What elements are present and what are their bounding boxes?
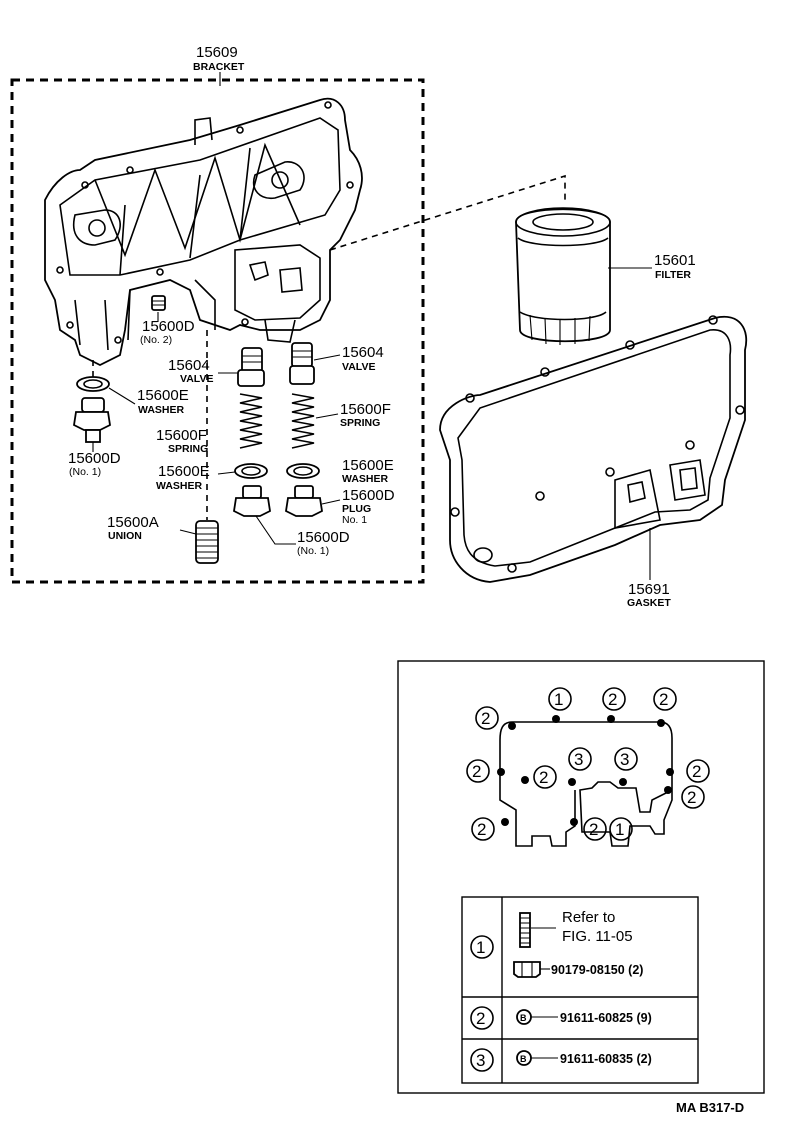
svg-text:2: 2 (476, 1009, 485, 1028)
legend-row-1-ref-line1: Refer to (562, 909, 615, 926)
washer-lower-left-part-number: 15600E (158, 463, 210, 480)
bolt-map-marker-m: 1 (609, 817, 633, 841)
spring-left-part-name: SPRING (168, 443, 208, 455)
gasket-drawing (439, 315, 748, 583)
bolt-map-box (397, 660, 765, 1094)
flange-bolt-icon-2: B (516, 1050, 532, 1066)
bolt-map-marker-c: 2 (602, 687, 626, 711)
plug-no1-left-sub: (No. 1) (69, 466, 101, 478)
plug-right-sub: No. 1 (342, 514, 367, 526)
svg-text:1: 1 (554, 690, 563, 709)
washer-upper-part-name: WASHER (138, 404, 185, 416)
legend-table (461, 896, 699, 1084)
svg-text:2: 2 (687, 788, 696, 807)
bolt-map-marker-b: 1 (548, 687, 572, 711)
washer-lower-right-drawing (286, 463, 320, 479)
bracket-part-number: 15609 (196, 44, 238, 61)
filter-part-number: 15601 (654, 252, 696, 269)
legend-row-1-marker: 1 (470, 935, 494, 959)
plug-no2-drawing (151, 295, 166, 311)
svg-text:2: 2 (692, 762, 701, 781)
plug-no1-left-part-number: 15600D (68, 450, 121, 467)
bolt-map-marker-e: 2 (466, 759, 490, 783)
bolt-map-marker-l: 2 (583, 817, 607, 841)
washer-lower-right-part-number: 15600E (342, 457, 394, 474)
washer-lower-right-part-name: WASHER (342, 473, 389, 485)
spring-right-part-number: 15600F (340, 401, 391, 418)
svg-text:2: 2 (477, 820, 486, 839)
bolt-map-marker-k: 2 (471, 817, 495, 841)
plug-no1-left-drawing (73, 397, 111, 443)
spring-right-part-name: SPRING (340, 417, 380, 429)
svg-text:2: 2 (539, 768, 548, 787)
svg-text:1: 1 (615, 820, 624, 839)
figure-code: MA B317-D (676, 1100, 744, 1115)
svg-text:2: 2 (481, 709, 490, 728)
bolt-map-marker-i: 2 (686, 759, 710, 783)
nut-icon (513, 961, 541, 978)
oil-filter-drawing (515, 207, 611, 345)
valve-left-drawing (237, 347, 265, 387)
plug-no1-bottom-part-number: 15600D (297, 529, 350, 546)
filter-part-name: FILTER (655, 269, 691, 281)
valve-left-part-number: 15604 (168, 357, 210, 374)
stud-bolt-icon (519, 912, 531, 948)
union-drawing (195, 520, 219, 564)
bolt-map-marker-f: 2 (533, 765, 557, 789)
bolt-map-marker-d: 2 (653, 687, 677, 711)
plug-right-part-number: 15600D (342, 487, 395, 504)
svg-text:2: 2 (608, 690, 617, 709)
svg-text:2: 2 (589, 820, 598, 839)
union-part-name: UNION (108, 530, 142, 542)
svg-text:B: B (520, 1054, 527, 1064)
svg-text:3: 3 (476, 1051, 485, 1070)
legend-row-2-part-code: 91611-60825 (9) (560, 1011, 652, 1025)
washer-upper-drawing (76, 376, 110, 392)
bracket-drawing (44, 97, 363, 367)
washer-upper-part-number: 15600E (137, 387, 189, 404)
bolt-map-marker-j: 2 (681, 785, 705, 809)
legend-row-3-marker: 3 (470, 1048, 494, 1072)
plug-right-drawing (285, 485, 323, 517)
svg-text:2: 2 (659, 690, 668, 709)
flange-bolt-icon: B (516, 1009, 532, 1025)
plug-no1-bottom-sub: (No. 1) (297, 545, 329, 557)
bolt-map-gasket-outline (499, 721, 673, 847)
bolt-map-marker-g: 3 (568, 747, 592, 771)
valve-left-part-name: VALVE (180, 373, 213, 385)
bolt-map-marker-h: 3 (614, 747, 638, 771)
svg-text:2: 2 (472, 762, 481, 781)
plug-right-part-name: PLUG (342, 503, 371, 515)
bolt-map-marker-a: 2 (475, 706, 499, 730)
spring-left-drawing (239, 393, 263, 449)
svg-text:3: 3 (620, 750, 629, 769)
spring-right-drawing (291, 393, 315, 449)
union-part-number: 15600A (107, 514, 159, 531)
bracket-part-name: BRACKET (193, 61, 245, 73)
legend-row-3-part-code: 91611-60835 (2) (560, 1052, 652, 1066)
legend-row-2-marker: 2 (470, 1006, 494, 1030)
washer-lower-left-drawing (234, 463, 268, 479)
plug-no2-part-number: 15600D (142, 318, 195, 335)
washer-lower-left-part-name: WASHER (156, 480, 203, 492)
svg-text:B: B (520, 1013, 527, 1023)
gasket-part-number: 15691 (628, 581, 670, 598)
spring-left-part-number: 15600F (156, 427, 207, 444)
legend-row-1-ref-line2: FIG. 11-05 (562, 928, 633, 945)
plug-no2-sub: (No. 2) (140, 334, 172, 346)
bolt-map-holes (497, 715, 674, 826)
bracket-assembly-boundary (10, 78, 425, 584)
valve-right-drawing (289, 342, 315, 385)
svg-text:1: 1 (476, 938, 485, 957)
valve-right-part-name: VALVE (342, 361, 375, 373)
svg-text:3: 3 (574, 750, 583, 769)
gasket-part-name: GASKET (627, 597, 671, 609)
valve-right-part-number: 15604 (342, 344, 384, 361)
legend-row-1-part-code: 90179-08150 (2) (551, 963, 643, 977)
plug-no1-bottom-drawing (233, 485, 271, 517)
